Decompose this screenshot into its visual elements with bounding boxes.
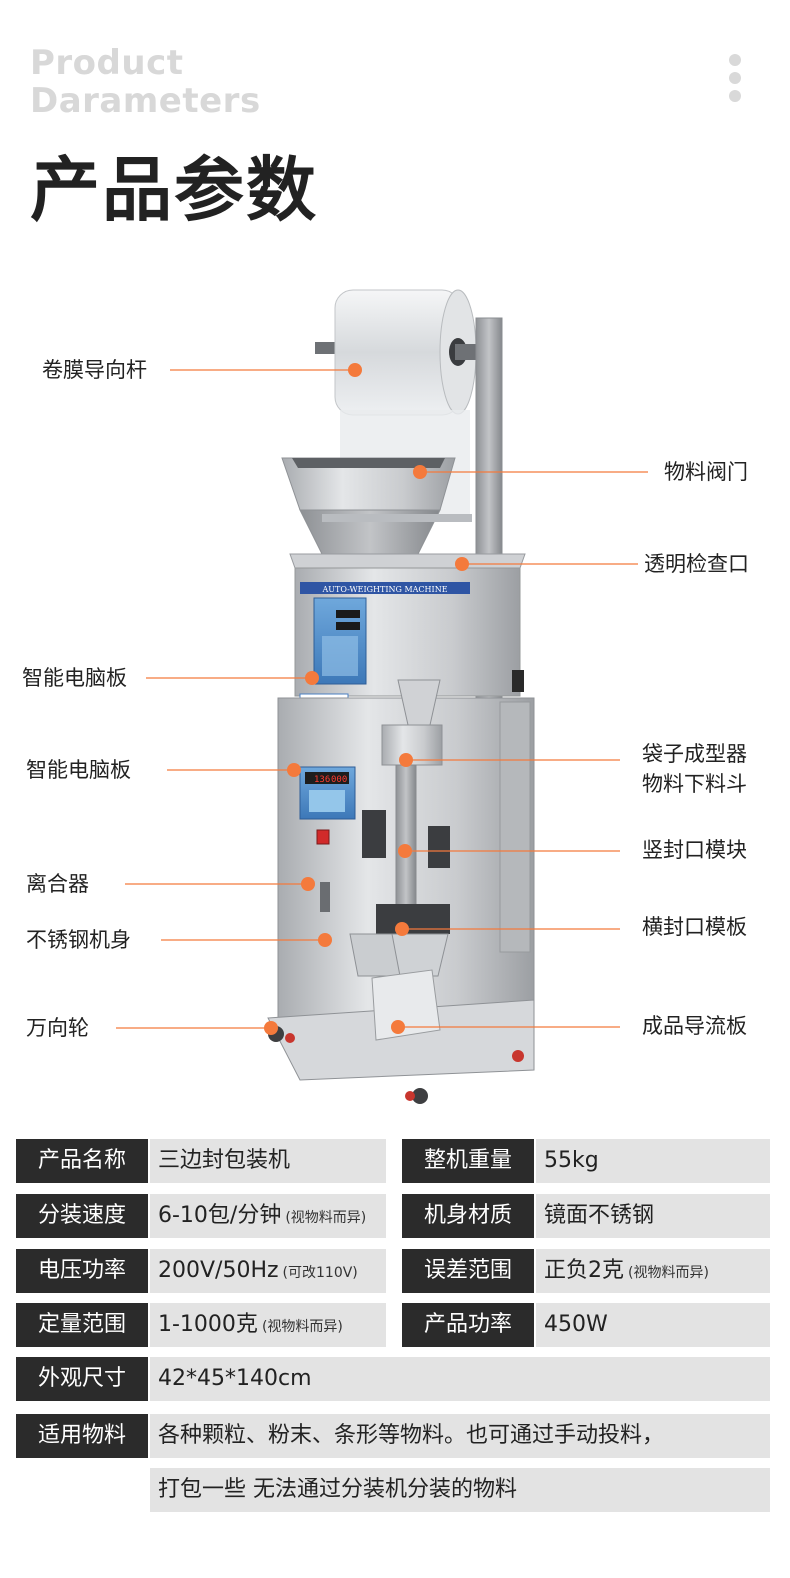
spec-key-weight: 整机重量 — [402, 1139, 534, 1183]
label-smart-board-1: 智能电脑板 — [22, 666, 127, 690]
spec-quant-value: 1-1000克 — [158, 1312, 258, 1337]
spec-val-quant: 1-1000克(视物料而异) — [150, 1303, 386, 1347]
spec-voltage-value: 200V/50Hz — [158, 1258, 279, 1283]
spec-key-material: 机身材质 — [402, 1194, 534, 1238]
label-stainless-body: 不锈钢机身 — [26, 928, 131, 952]
label-clutch: 离合器 — [26, 872, 89, 896]
spec-key-apply: 适用物料 — [16, 1414, 148, 1458]
callout-dot — [398, 844, 412, 858]
more-options-icon[interactable] — [724, 52, 746, 104]
spec-val-weight: 55kg — [536, 1139, 770, 1183]
spec-val-material: 镜面不锈钢 — [536, 1194, 770, 1238]
spec-val-product-name: 三边封包装机 — [150, 1139, 386, 1183]
label-inspection-window: 透明检查口 — [644, 552, 749, 576]
spec-key-voltage: 电压功率 — [16, 1249, 148, 1293]
spec-quant-note: (视物料而异) — [261, 1319, 343, 1335]
callout-lines — [116, 369, 648, 1029]
callout-dot — [301, 877, 315, 891]
callout-dot — [287, 763, 301, 777]
callout-dot — [305, 671, 319, 685]
spec-key-size: 外观尺寸 — [16, 1357, 148, 1401]
label-material-valve: 物料阀门 — [664, 460, 748, 484]
callout-dot — [455, 557, 469, 571]
spec-key-quant: 定量范围 — [16, 1303, 148, 1347]
spec-val-error: 正负2克(视物料而异) — [536, 1249, 770, 1293]
label-discharge-hopper: 物料下料斗 — [642, 772, 747, 796]
upper-body: AUTO-WEIGHTING MACHINE — [289, 553, 526, 717]
label-smart-board-2: 智能电脑板 — [26, 758, 131, 782]
spec-val-size: 42*45*140cm — [150, 1357, 770, 1401]
callout-dot — [348, 363, 362, 377]
label-output-guide: 成品导流板 — [642, 1014, 747, 1038]
spec-key-product-name: 产品名称 — [16, 1139, 148, 1183]
page-title: 产品参数 — [30, 149, 318, 231]
label-film-guide-rod: 卷膜导向杆 — [42, 358, 147, 382]
label-vertical-seal: 竖封口模块 — [642, 838, 747, 862]
english-title: Product Darameters — [30, 44, 261, 120]
packaging-machine-illustration: AUTO-WEIGHTING MACHINE 136 000 — [116, 289, 648, 1104]
spec-key-error: 误差范围 — [402, 1249, 534, 1293]
spec-val-power: 450W — [536, 1303, 770, 1347]
callout-dot — [391, 1020, 405, 1034]
spec-speed-note: (视物料而异) — [285, 1210, 367, 1226]
spec-speed-value: 6-10包/分钟 — [158, 1203, 282, 1228]
spec-val-apply-line2: 打包一些 无法通过分装机分装的物料 — [150, 1468, 770, 1512]
spec-val-apply-line1: 各种颗粒、粉末、条形等物料。也可通过手动投料， — [150, 1414, 770, 1458]
callout-dot — [413, 465, 427, 479]
label-bag-former: 袋子成型器 — [642, 742, 747, 766]
spec-error-note: (视物料而异) — [628, 1265, 709, 1281]
spec-key-power: 产品功率 — [402, 1303, 534, 1347]
lower-body: 136 000 — [267, 679, 535, 1081]
spec-voltage-note: (可改110V) — [282, 1265, 358, 1281]
spec-val-speed: 6-10包/分钟(视物料而异) — [150, 1194, 386, 1238]
english-title-line-1: Product — [30, 43, 184, 83]
display-upper: 136 — [314, 775, 330, 785]
spec-val-voltage: 200V/50Hz(可改110V) — [150, 1249, 386, 1293]
label-caster-wheel: 万向轮 — [26, 1016, 89, 1040]
material-hopper — [281, 457, 472, 561]
machine-banner-text: AUTO-WEIGHTING MACHINE — [321, 585, 447, 594]
english-title-line-2: Darameters — [30, 81, 261, 121]
spec-error-value: 正负2克 — [544, 1258, 624, 1283]
spec-key-speed: 分装速度 — [16, 1194, 148, 1238]
callout-dots — [264, 363, 469, 1035]
display-lower: 000 — [331, 775, 347, 785]
label-horizontal-seal: 横封口模板 — [642, 915, 747, 939]
callout-dot — [395, 922, 409, 936]
callout-dot — [318, 933, 332, 947]
callout-dot — [399, 753, 413, 767]
callout-dot — [264, 1021, 278, 1035]
